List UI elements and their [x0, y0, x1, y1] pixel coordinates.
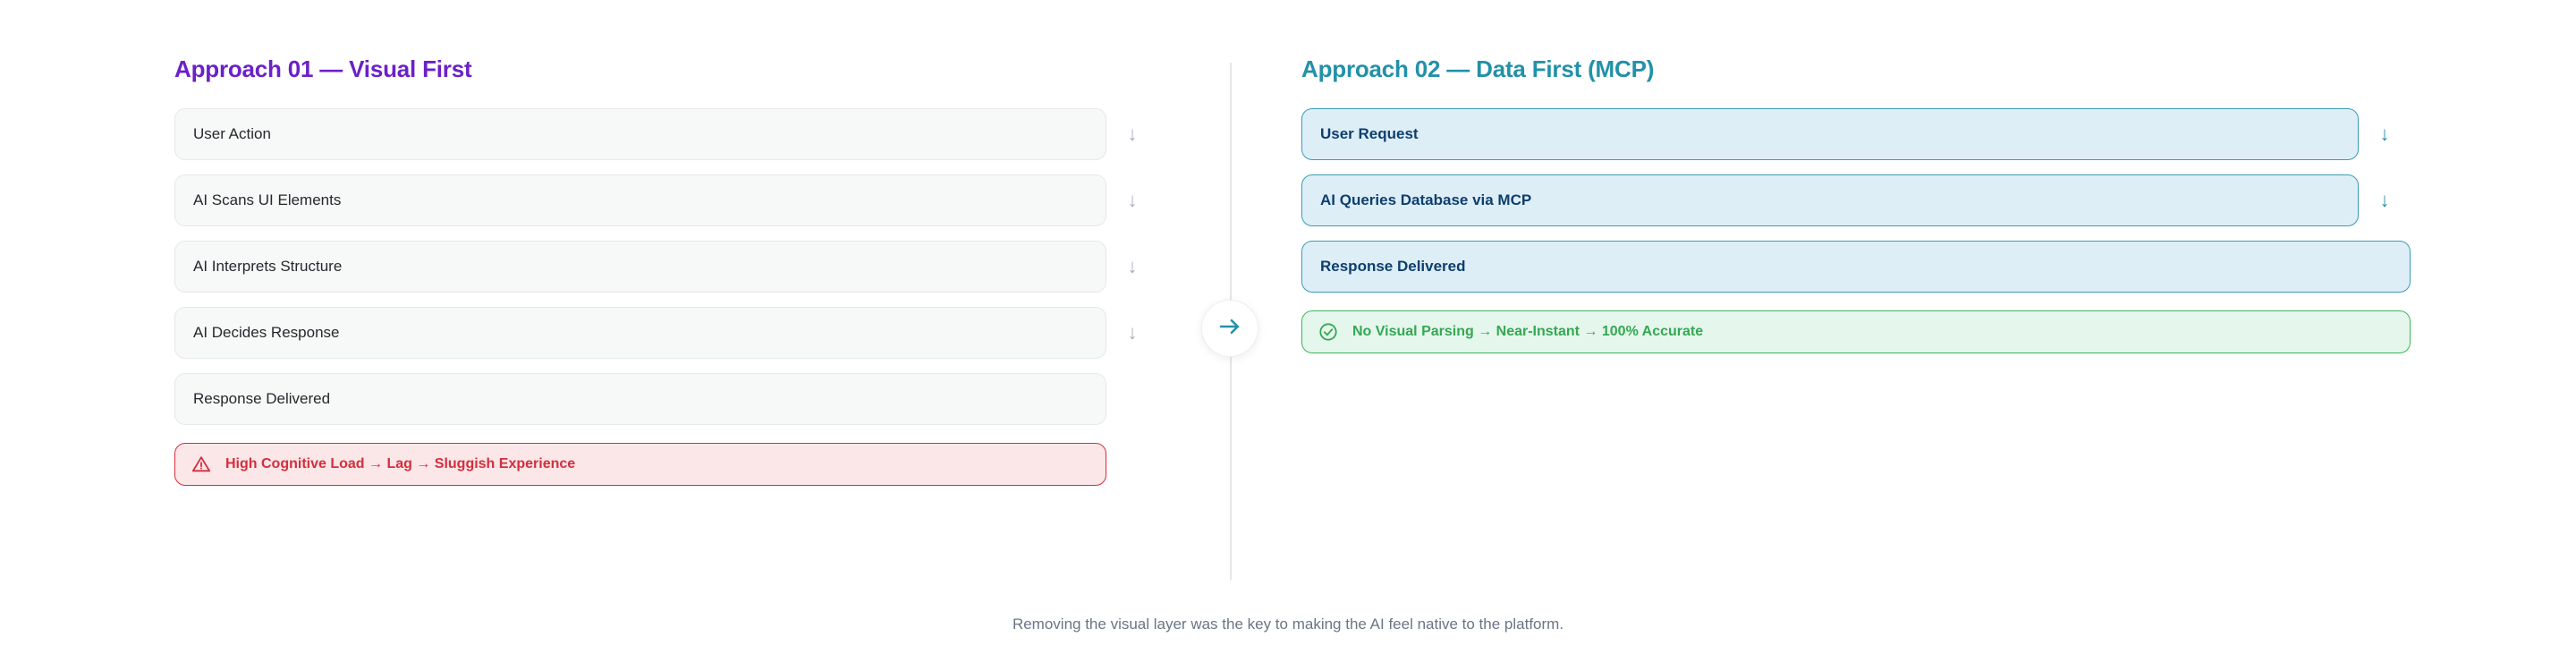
step-box[interactable]: User Request — [1301, 108, 2359, 160]
down-arrow-icon: ↓ — [2379, 123, 2390, 145]
arrow-right-icon — [1216, 313, 1243, 344]
list-item: AI Interprets Structure ↓ — [174, 241, 1158, 293]
warning-triangle-icon — [191, 454, 211, 474]
down-arrow-icon: ↓ — [1127, 321, 1138, 344]
approach-01-column: Approach 01 — Visual First User Action ↓… — [174, 55, 1158, 486]
status-badge-warning: High Cognitive Load → Lag → Sluggish Exp… — [174, 443, 1106, 486]
list-item: Response Delivered — [1301, 241, 2411, 293]
list-item: Response Delivered — [174, 373, 1158, 425]
down-arrow-icon: ↓ — [1127, 255, 1138, 277]
list-item: User Action ↓ — [174, 108, 1158, 160]
transition-arrow-button[interactable] — [1201, 300, 1258, 357]
approach-02-column: Approach 02 — Data First (MCP) User Requ… — [1301, 55, 2411, 353]
list-item: AI Decides Response ↓ — [174, 307, 1158, 359]
list-item: AI Queries Database via MCP ↓ — [1301, 174, 2411, 226]
warning-text: High Cognitive Load → Lag → Sluggish Exp… — [225, 456, 576, 471]
down-arrow-icon: ↓ — [2379, 189, 2390, 211]
step-box[interactable]: AI Queries Database via MCP — [1301, 174, 2359, 226]
step-box[interactable]: Response Delivered — [1301, 241, 2411, 293]
step-box[interactable]: User Action — [174, 108, 1106, 160]
approach-01-title: Approach 01 — Visual First — [174, 55, 472, 82]
down-arrow-icon: ↓ — [1127, 189, 1138, 211]
list-item: AI Scans UI Elements ↓ — [174, 174, 1158, 226]
check-circle-icon — [1318, 322, 1338, 342]
status-badge-success: No Visual Parsing → Near-Instant → 100% … — [1301, 310, 2411, 353]
down-arrow-icon: ↓ — [1127, 123, 1138, 145]
step-box[interactable]: AI Interprets Structure — [174, 241, 1106, 293]
step-box[interactable]: AI Decides Response — [174, 307, 1106, 359]
success-text: No Visual Parsing → Near-Instant → 100% … — [1352, 324, 1704, 339]
approach-02-title: Approach 02 — Data First (MCP) — [1301, 55, 1655, 82]
footer-caption: Removing the visual layer was the key to… — [1012, 616, 1564, 633]
step-box[interactable]: Response Delivered — [174, 373, 1106, 425]
list-item: User Request ↓ — [1301, 108, 2411, 160]
step-box[interactable]: AI Scans UI Elements — [174, 174, 1106, 226]
